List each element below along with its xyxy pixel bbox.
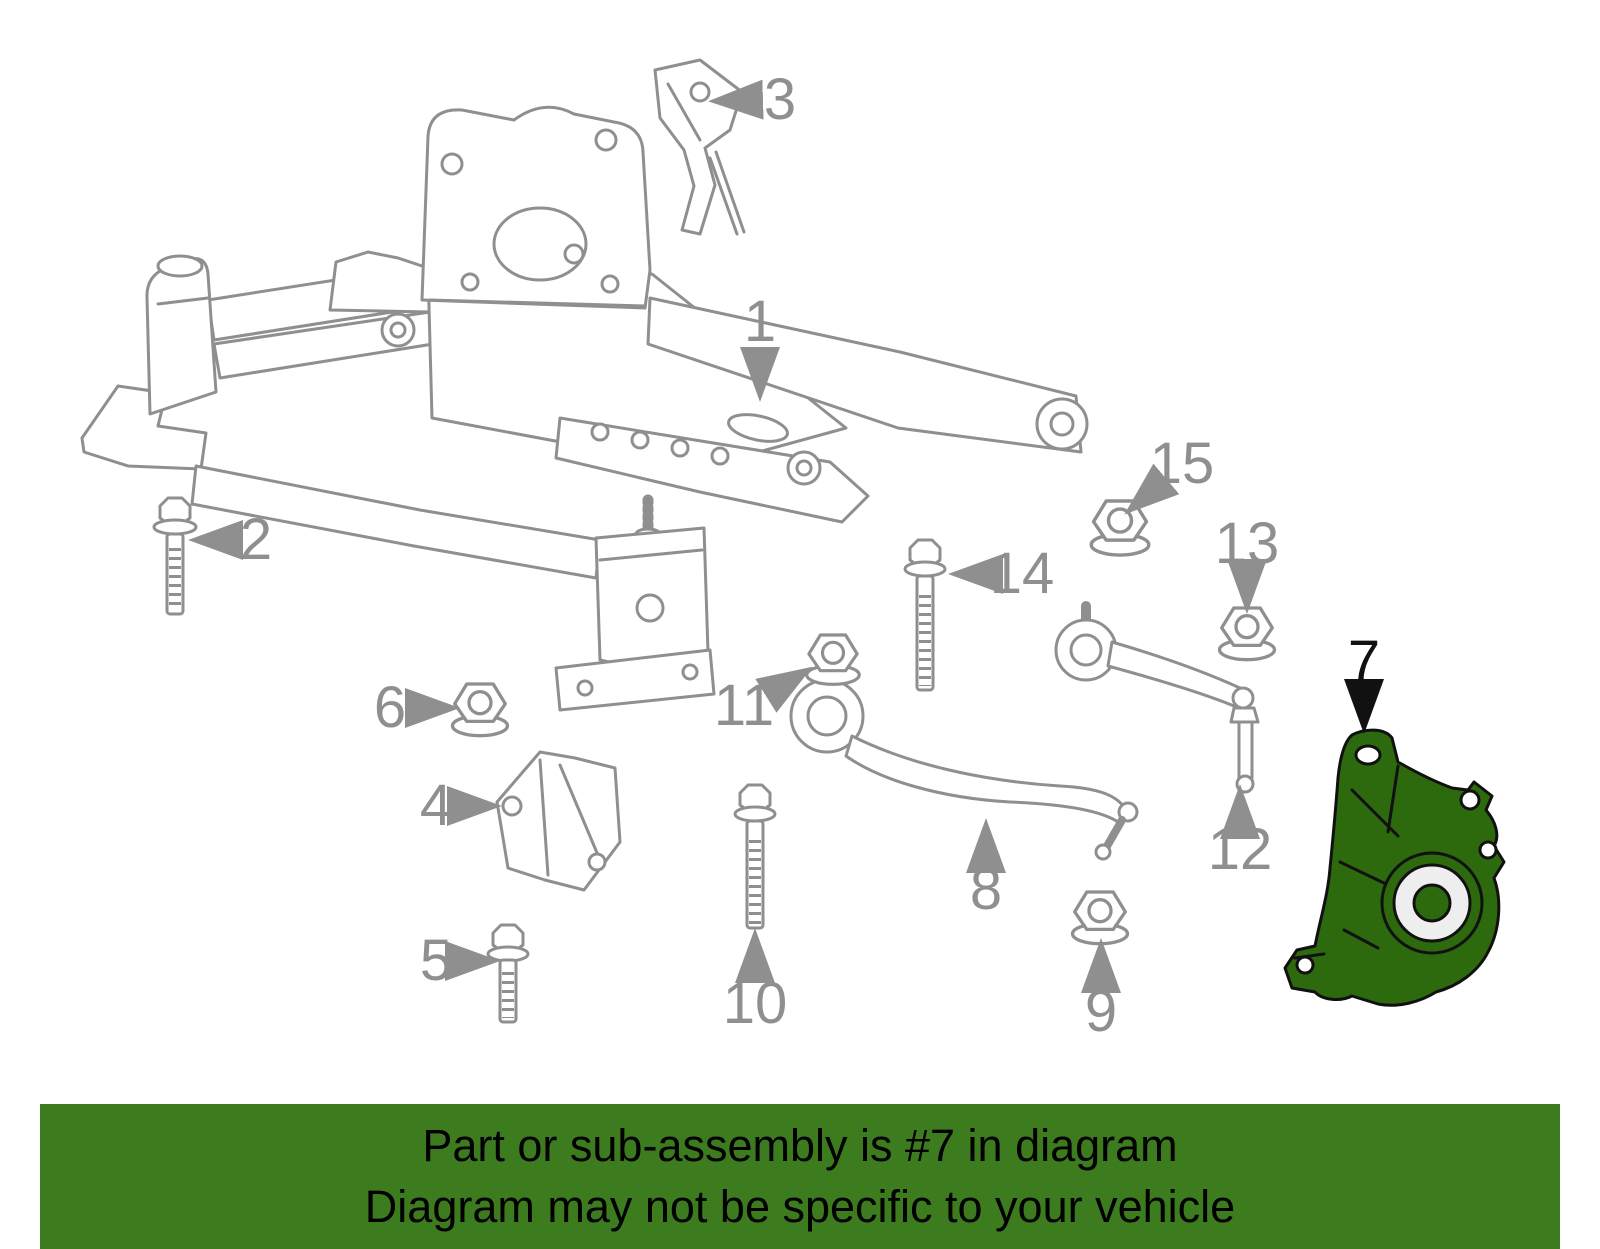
arrow-11 bbox=[755, 666, 813, 713]
arrow-15 bbox=[1124, 463, 1180, 515]
knuckle-part-7 bbox=[1283, 728, 1506, 1007]
nut-part-15 bbox=[1089, 499, 1151, 557]
callout-7: 7 bbox=[1347, 629, 1381, 694]
bracket-part-3 bbox=[653, 58, 746, 236]
callout-1: 1 bbox=[743, 289, 777, 354]
callout-9: 9 bbox=[1084, 979, 1118, 1044]
nut-part-11 bbox=[805, 633, 861, 686]
banner-line-1: Part or sub-assembly is #7 in diagram bbox=[422, 1119, 1178, 1171]
parts-diagram-image bbox=[80, 58, 1506, 1024]
nut-part-13 bbox=[1217, 606, 1277, 662]
callout-11: 11 bbox=[713, 673, 775, 738]
bolt-part-5 bbox=[486, 923, 530, 1024]
bolt-part-10 bbox=[733, 783, 777, 930]
callout-8: 8 bbox=[969, 857, 1003, 922]
arrow-3 bbox=[708, 79, 764, 120]
banner-line-2: Diagram may not be specific to your vehi… bbox=[364, 1180, 1236, 1232]
callout-14: 14 bbox=[989, 541, 1055, 606]
bracket-part-4 bbox=[495, 750, 622, 892]
diagram-note-banner: Part or sub-assembly is #7 in diagram Di… bbox=[40, 1104, 1560, 1249]
control-arm-part-8 bbox=[789, 667, 1139, 861]
callout-3: 3 bbox=[763, 67, 797, 132]
callout-4: 4 bbox=[419, 773, 453, 838]
callout-2: 2 bbox=[239, 507, 273, 572]
bolt-part-2 bbox=[152, 496, 198, 616]
nut-part-9 bbox=[1070, 890, 1130, 946]
callout-15: 15 bbox=[1149, 431, 1215, 496]
callout-10: 10 bbox=[722, 971, 788, 1036]
callout-arrows bbox=[188, 79, 1384, 993]
upper-arm-and-link-part-12 bbox=[1054, 601, 1260, 794]
subframe-part-1 bbox=[80, 105, 1089, 712]
callout-5: 5 bbox=[419, 928, 453, 993]
callout-13: 13 bbox=[1214, 511, 1280, 576]
nut-part-6 bbox=[450, 682, 510, 738]
bolt-part-14 bbox=[903, 538, 947, 692]
callout-12: 12 bbox=[1207, 817, 1273, 882]
callout-6: 6 bbox=[373, 675, 407, 740]
